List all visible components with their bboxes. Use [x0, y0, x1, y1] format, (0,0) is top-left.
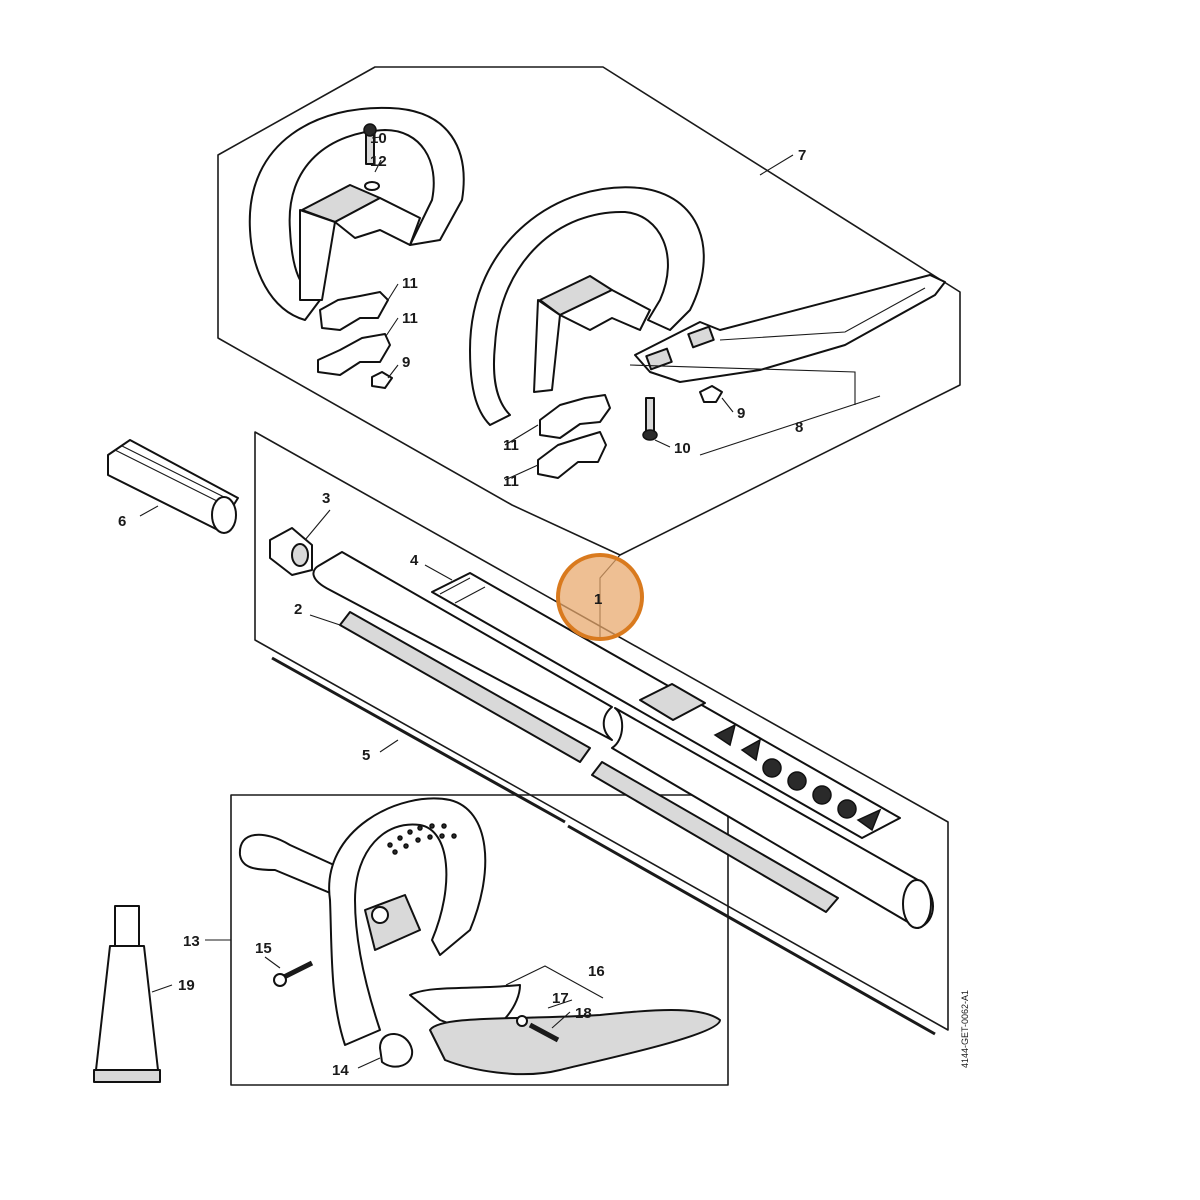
label-part-15[interactable]: 15 — [255, 940, 272, 957]
connector — [269, 527, 313, 576]
label-part-11-a[interactable]: 11 — [402, 275, 418, 292]
loop-handle-right — [469, 186, 705, 426]
label-part-4[interactable]: 4 — [410, 552, 419, 569]
label-part-10-top[interactable]: 10 — [370, 130, 387, 147]
clamp-shells-upper — [317, 291, 393, 389]
label-part-7[interactable]: 7 — [798, 147, 806, 164]
label-part-19[interactable]: 19 — [178, 977, 195, 994]
label-part-14[interactable]: 14 — [332, 1062, 349, 1079]
drawing-code: 4144-GET-0062-A1 — [960, 990, 970, 1068]
loop-handle-lower-assy — [238, 797, 487, 1046]
clamp-14 — [379, 1033, 414, 1068]
drive-shaft — [271, 656, 936, 1036]
screw-15 — [273, 960, 314, 987]
label-part-12[interactable]: 12 — [370, 153, 387, 170]
label-part-9-right[interactable]: 9 — [737, 405, 745, 422]
label-part-11-c[interactable]: 11 — [503, 437, 519, 454]
label-part-6[interactable]: 6 — [118, 513, 126, 530]
label-part-11-d[interactable]: 11 — [503, 473, 519, 490]
label-part-8[interactable]: 8 — [795, 419, 803, 436]
handle-assembly-panel — [217, 66, 961, 556]
splined-shaft — [107, 439, 239, 534]
label-part-9-left[interactable]: 9 — [402, 354, 410, 371]
grease-tube — [93, 905, 161, 1083]
handle-bar — [634, 274, 946, 383]
part-1-highlight[interactable] — [556, 553, 644, 641]
leader-lines — [139, 136, 794, 1069]
label-part-13[interactable]: 13 — [183, 933, 200, 950]
label-part-10-right[interactable]: 10 — [674, 440, 691, 457]
label-part-11-b[interactable]: 11 — [402, 310, 418, 327]
tube-label — [431, 572, 901, 839]
loop-handle-left — [248, 106, 465, 321]
label-part-1[interactable]: 1 — [594, 591, 602, 608]
label-part-16[interactable]: 16 — [588, 963, 605, 980]
screw-right — [642, 397, 658, 441]
label-part-17[interactable]: 17 — [552, 990, 569, 1007]
label-part-2[interactable]: 2 — [294, 601, 302, 618]
drive-tube-panel — [254, 431, 949, 1031]
drive-tube — [312, 551, 934, 929]
trigger-grip — [409, 984, 721, 1076]
part-labels: 1 2 3 4 5 6 7 8 9 9 10 10 11 11 11 11 12… — [118, 130, 806, 1079]
dotted-grip-pattern — [387, 823, 457, 855]
label-part-3[interactable]: 3 — [322, 490, 330, 507]
clamp-shells-lower — [537, 394, 611, 479]
nut-right — [699, 385, 723, 403]
guide-tube — [339, 611, 839, 913]
warning-symbols — [713, 723, 882, 832]
screw-18 — [516, 1015, 560, 1043]
label-part-18[interactable]: 18 — [575, 1005, 592, 1022]
label-part-5[interactable]: 5 — [362, 747, 370, 764]
